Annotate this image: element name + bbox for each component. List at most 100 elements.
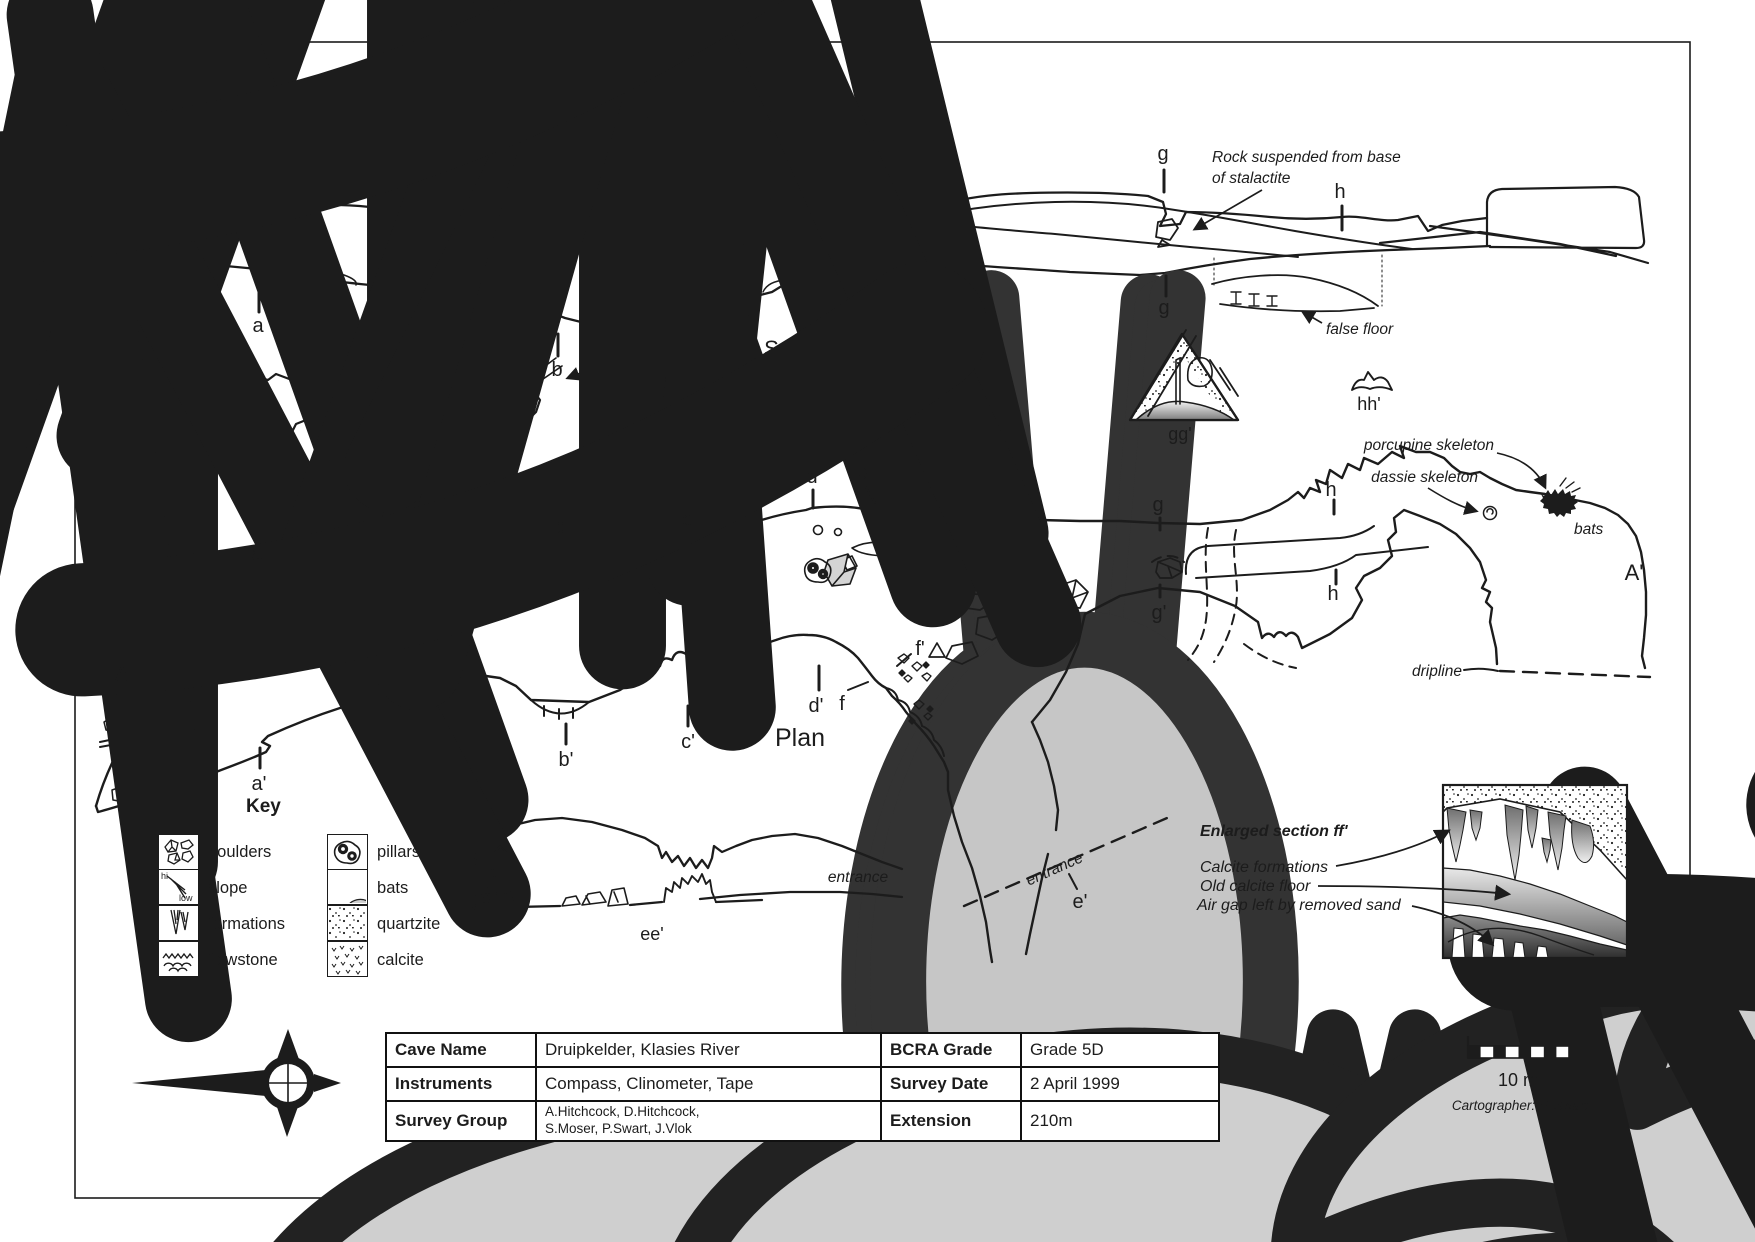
- enlarged-quartzite-roof: [1443, 785, 1627, 880]
- plan-g: g: [1152, 494, 1163, 516]
- table-row: Instruments Compass, Clinometer, Tape Su…: [385, 1066, 1220, 1102]
- false-floor-label: false floor: [1326, 321, 1394, 338]
- cave-name-header: Cave Name: [385, 1032, 537, 1068]
- survey-group-header: Survey Group: [385, 1100, 537, 1142]
- table-row: Cave Name Druipkelder, Klasies River BCR…: [385, 1032, 1220, 1068]
- north-arrow-compass: [132, 1029, 341, 1137]
- key-label-boulders: boulders: [208, 842, 272, 861]
- plan-flowstone-cascade: [885, 687, 945, 757]
- key-label-formations: formations: [208, 914, 286, 933]
- plan-entrance-dashed: [962, 813, 1176, 908]
- key-title: Key: [246, 796, 281, 817]
- key-label-pillars: pillars: [377, 842, 421, 861]
- scale-label: 10 m: [1498, 1070, 1538, 1090]
- key-item-quartzite: quartzite: [327, 905, 440, 942]
- slope-hi-text: hi: [161, 871, 168, 881]
- old-calcite-floor-arrow: [1317, 884, 1512, 901]
- pillars-icon: [327, 834, 369, 870]
- flowstone-icon: [158, 941, 199, 978]
- entrance-left-label: entrance: [828, 869, 889, 886]
- bats-key-icon: [327, 869, 398, 918]
- plan-endpoint-A: A: [115, 662, 130, 687]
- f-prime-debris: [897, 642, 946, 725]
- survey-group-line-2: S.Moser, P.Swart, J.Vlok: [545, 1121, 692, 1136]
- plan-g-boulder: [1155, 557, 1183, 579]
- plan-c: c: [682, 509, 692, 531]
- station-a-bottom: a: [252, 315, 264, 337]
- plan-f2: f': [915, 638, 924, 660]
- plan-south-wall-east: [1030, 508, 1499, 724]
- scale-bar: [1466, 1036, 1571, 1059]
- key-item-flowstone: flowstone: [158, 941, 285, 978]
- plan-dripline-leader: [1463, 667, 1499, 672]
- quartzite-icon: [327, 905, 369, 942]
- plan-endpoint-A2: A': [1625, 560, 1644, 585]
- air-gap-label: Air gap left by removed sand: [1196, 897, 1402, 914]
- survey-group-value: A.Hitchcock, D.Hitchcock, S.Moser, P.Swa…: [535, 1100, 882, 1142]
- survey-date-header: Survey Date: [880, 1066, 1022, 1102]
- extension-value: 210m: [1020, 1100, 1220, 1142]
- dassie-label: dassie skeleton: [1371, 469, 1478, 486]
- instruments-value: Compass, Clinometer, Tape: [535, 1066, 882, 1102]
- key-label-flowstone: flowstone: [208, 950, 278, 969]
- false-floor-arrow: [1300, 310, 1323, 325]
- dripline-label: dripline: [1412, 663, 1462, 680]
- bats-label: bats: [1574, 521, 1604, 538]
- survey-group-line-1: A.Hitchcock, D.Hitchcock,: [545, 1104, 700, 1120]
- bcra-grade-header: BCRA Grade: [880, 1032, 1022, 1068]
- cave-name-value: Druipkelder, Klasies River: [535, 1032, 882, 1068]
- formations-icon: [158, 905, 199, 942]
- enlarged-title: Enlarged section ff': [1200, 823, 1349, 840]
- section-upper-level-lens: [929, 200, 1413, 258]
- key-label-slope: slope: [208, 878, 248, 897]
- key-column-right: pillars bats quartzite: [327, 834, 440, 978]
- plan-g2: g': [1152, 602, 1167, 624]
- enlarged-ff-box: [1441, 783, 1629, 960]
- plan-f: f: [839, 693, 845, 715]
- rock-suspended-label-1: Rock suspended from base: [1212, 149, 1401, 166]
- porcupine-skeleton-icon: [1540, 477, 1581, 517]
- slope-low-text: low: [179, 893, 193, 903]
- station-h-top: h: [1334, 181, 1345, 203]
- plan-dashed-curves: [1151, 527, 1297, 669]
- slope-icon: hi low: [158, 869, 199, 906]
- key-item-bats: bats: [327, 869, 440, 918]
- key-label-bats: bats: [377, 878, 409, 897]
- boulders-icon: [158, 834, 199, 870]
- plan-title: Plan: [775, 724, 825, 752]
- section-right-end-rock: [1378, 185, 1650, 265]
- plan-a2: a': [252, 773, 267, 795]
- plan-b2: b': [559, 749, 574, 771]
- porcupine-label: porcupine skeleton: [1363, 437, 1494, 454]
- label-gg: gg': [1168, 424, 1191, 444]
- station-g-top: g: [1157, 143, 1168, 165]
- calcite-formations-arrow: [1335, 829, 1451, 867]
- rock-suspended-arrow: [1192, 189, 1263, 231]
- plan-e: e: [856, 462, 867, 484]
- plan-a: a: [251, 543, 263, 565]
- dassie-skeleton-icon: [1482, 505, 1498, 521]
- old-calcite-floor-label: Old calcite floor: [1200, 878, 1311, 895]
- plan-inner-upper-level: [1184, 525, 1429, 579]
- porcupine-leader: [1496, 452, 1547, 490]
- plan-d2: d': [809, 695, 824, 717]
- key-column-left: boulders hi low slope: [158, 834, 285, 978]
- calcite-icon: [327, 941, 369, 978]
- key-item-slope: hi low slope: [158, 869, 285, 906]
- plan-dripline-dashed: [1498, 669, 1652, 679]
- instruments-header: Instruments: [385, 1066, 537, 1102]
- key-label-calcite: calcite: [377, 950, 424, 969]
- suspended-rock: [1155, 218, 1179, 248]
- plan-c2: c': [681, 731, 695, 753]
- survey-date-value: 2 April 1999: [1020, 1066, 1220, 1102]
- table-row: Survey Group A.Hitchcock, D.Hitchcock, S…: [385, 1100, 1220, 1142]
- plan-station-ticks: [257, 486, 1338, 890]
- plan-south-branch-right-wall: [1024, 720, 1060, 956]
- false-floor-inset: [1211, 254, 1383, 313]
- survey-info-table: Cave Name Druipkelder, Klasies River BCR…: [385, 1032, 1220, 1142]
- key-item-pillars: pillars: [327, 834, 440, 870]
- label-hh: hh': [1357, 394, 1380, 414]
- rock-suspended-label-2: of stalactite: [1212, 170, 1291, 187]
- plan-d: d: [806, 466, 817, 488]
